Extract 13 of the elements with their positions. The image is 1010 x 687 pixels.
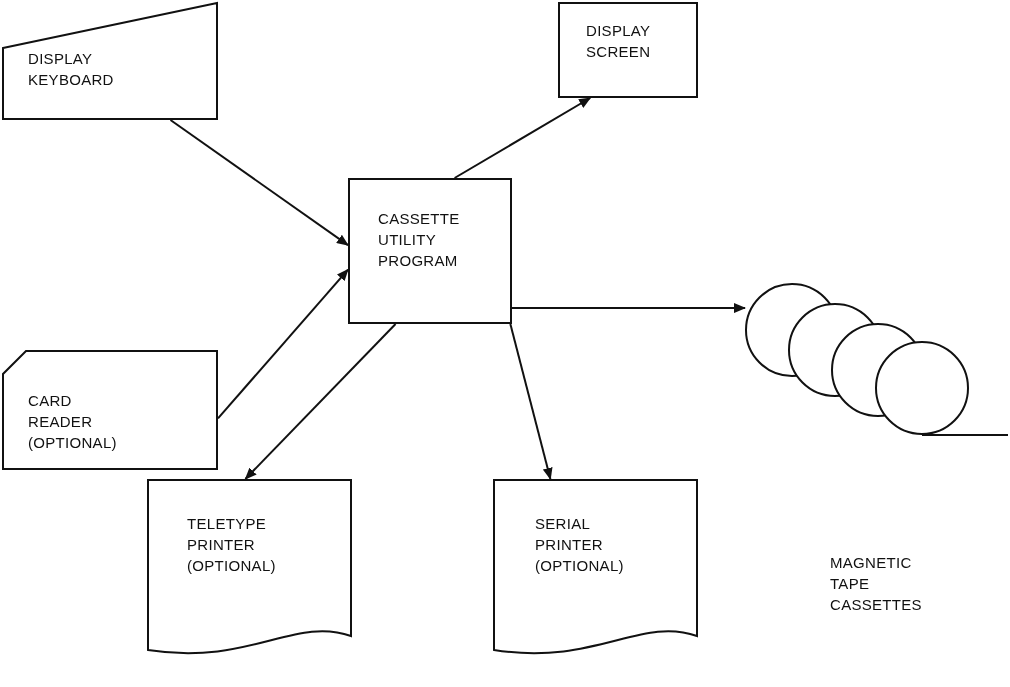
node-label: SERIAL PRINTER (OPTIONAL) (535, 514, 625, 576)
node-label: TELETYPE PRINTER (OPTIONAL) (187, 514, 277, 576)
arrow (509, 323, 553, 480)
arrow (244, 323, 397, 480)
node-label: DISPLAY KEYBOARD (28, 49, 115, 90)
arrow (453, 97, 592, 179)
node-label: MAGNETIC TAPE CASSETTES (830, 553, 923, 615)
arrow (169, 119, 349, 247)
arrow (511, 303, 746, 314)
node-label: CASSETTE UTILITY PROGRAM (378, 209, 461, 271)
node-label: CARD READER (OPTIONAL) (28, 391, 118, 453)
node-label: DISPLAY SCREEN (586, 21, 652, 62)
arrow (217, 268, 349, 420)
